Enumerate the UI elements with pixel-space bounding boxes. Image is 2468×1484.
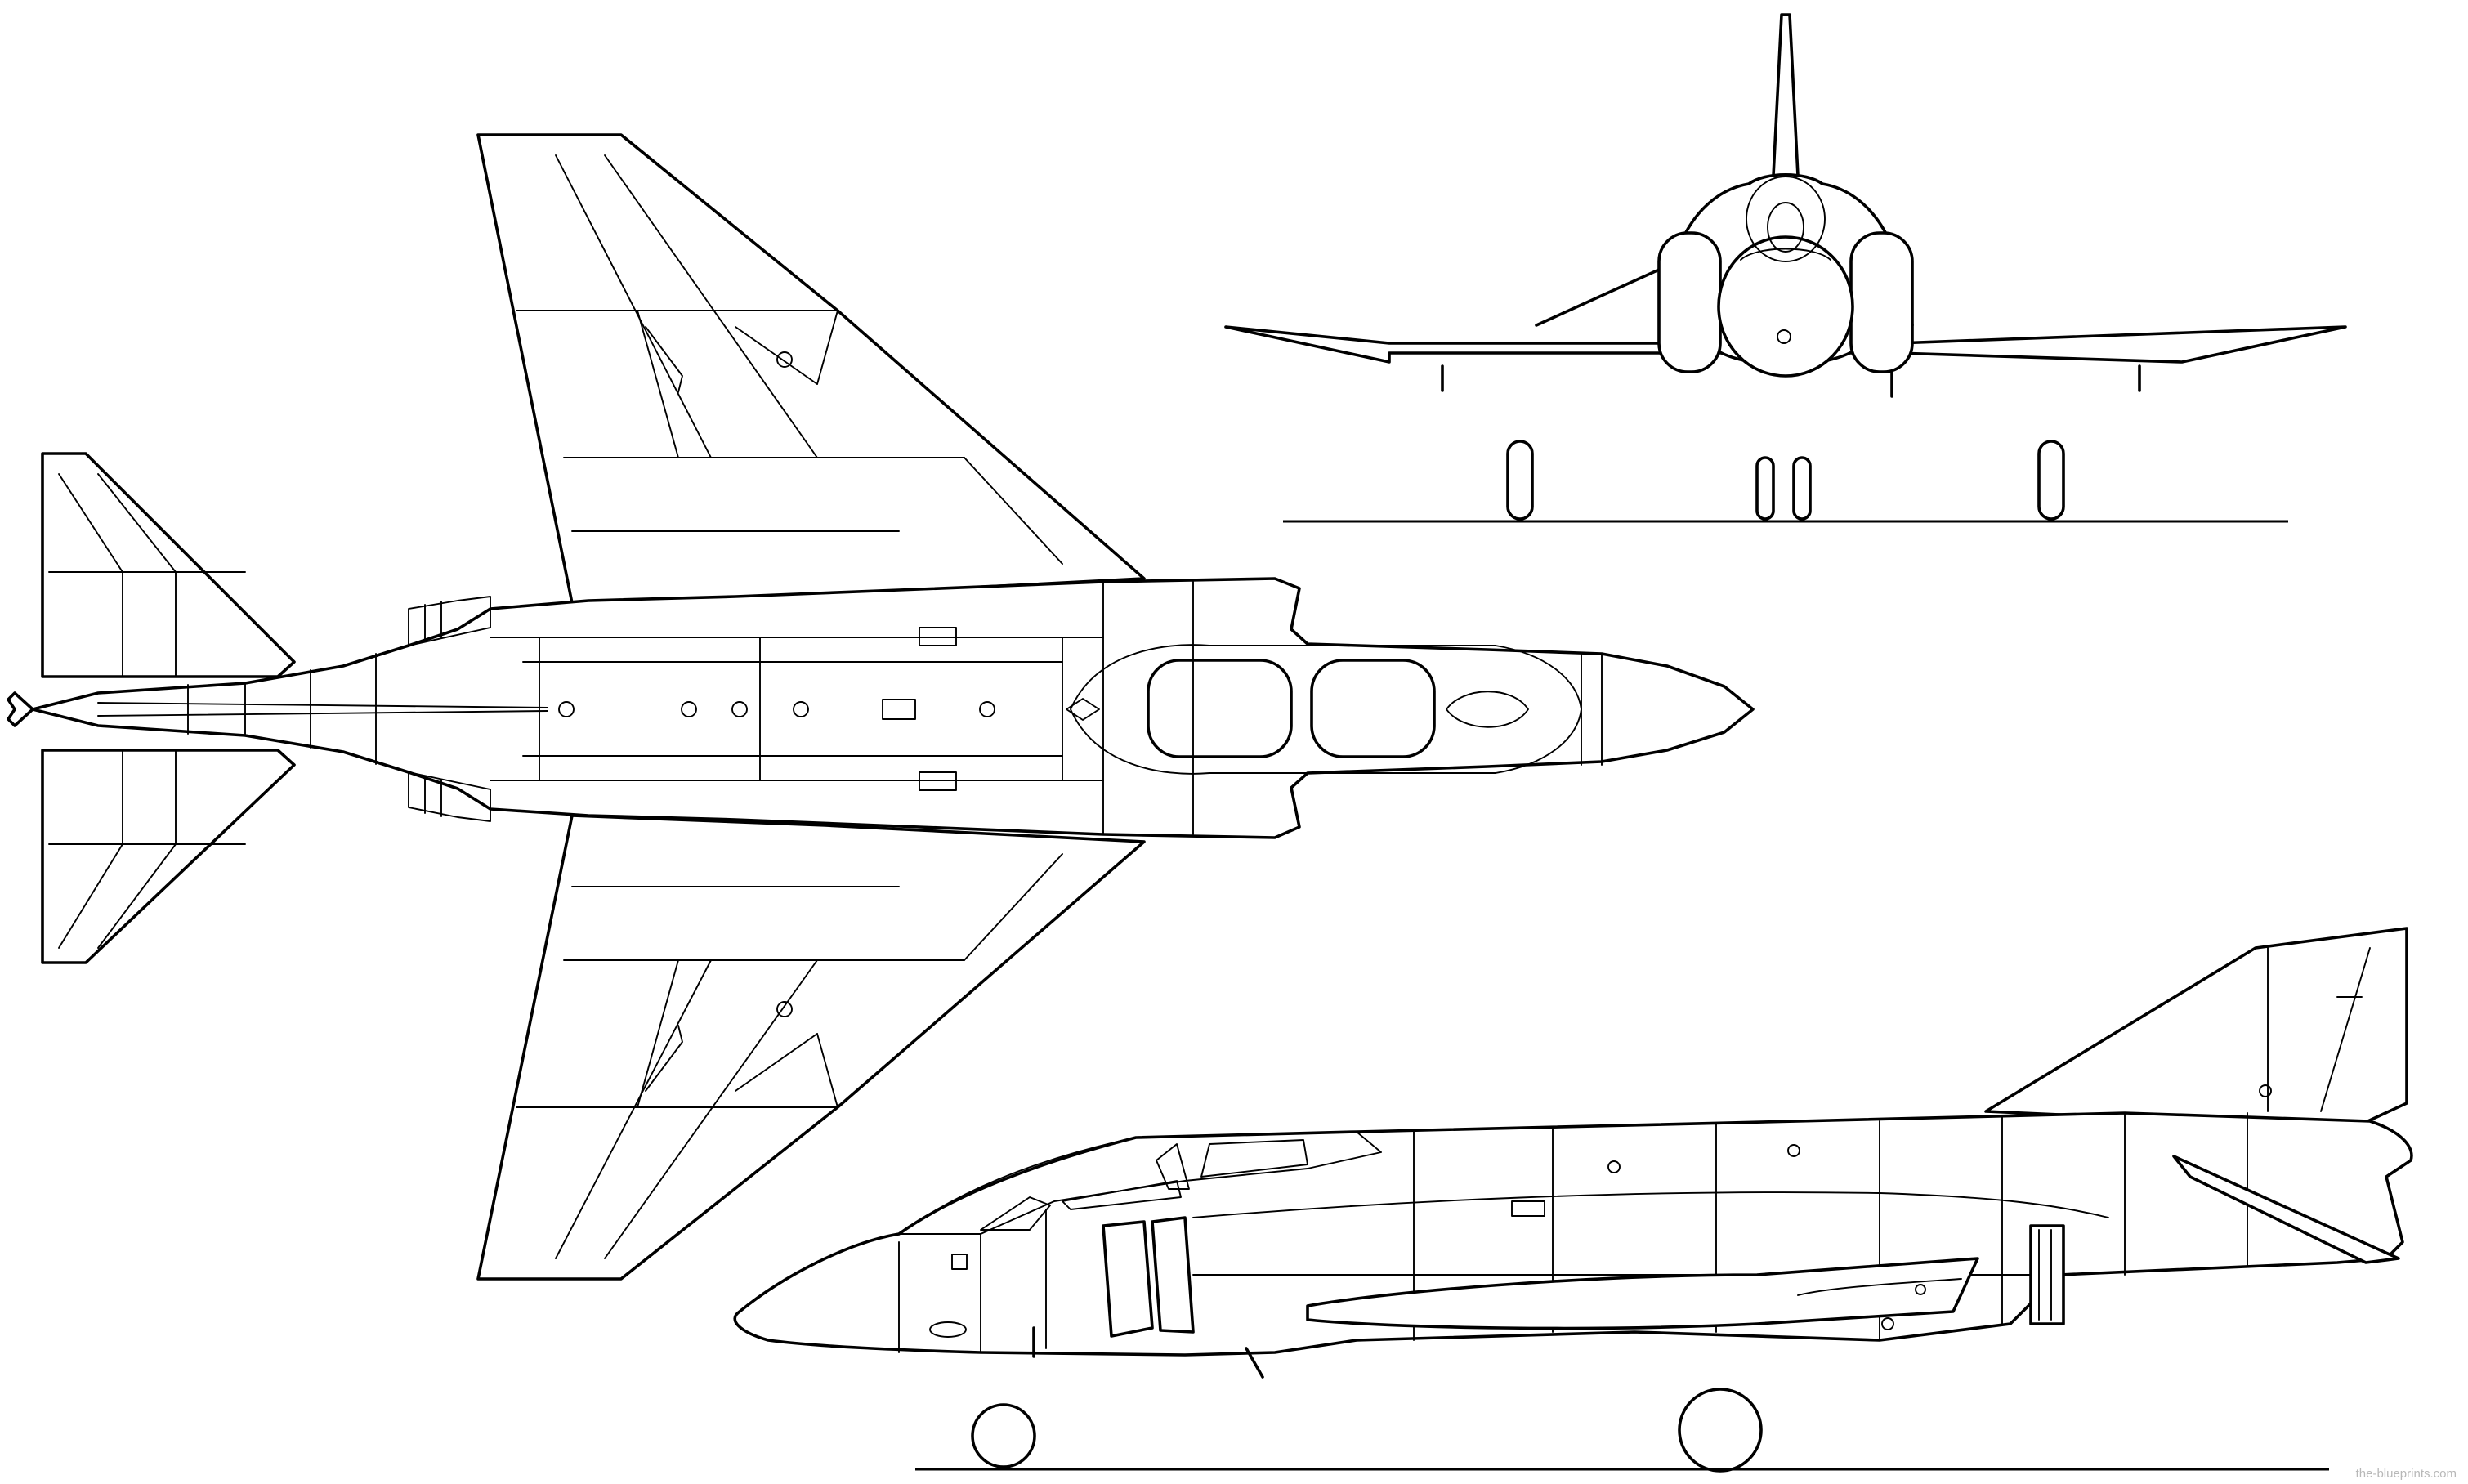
watermark: the-blueprints.com: [2355, 1467, 2457, 1481]
top-view-stabilator: [41, 452, 296, 964]
top-view-fuselage: [7, 577, 1755, 839]
front-view: [1224, 13, 2347, 523]
top-view: [7, 133, 1755, 1281]
side-view: [733, 927, 2413, 1473]
